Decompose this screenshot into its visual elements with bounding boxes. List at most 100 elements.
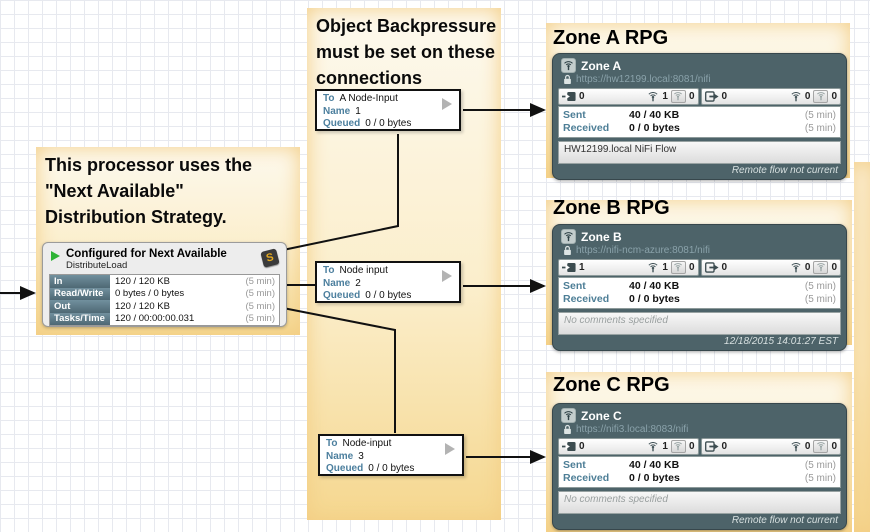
input-active-count: 1 (662, 262, 668, 273)
sent-label: Sent (563, 459, 586, 471)
received-label: Received (563, 122, 610, 134)
name-label: Name (326, 450, 354, 462)
sent-label: Sent (563, 280, 586, 292)
rpg-comment: No comments specified (558, 491, 841, 514)
stat-window: (5 min) (245, 288, 275, 300)
processor-distributeload[interactable]: Configured for Next Available Distribute… (42, 242, 287, 327)
antenna-inactive-icon (670, 261, 686, 274)
received-value: 0 / 0 bytes (629, 122, 680, 134)
to-label: To (326, 438, 338, 449)
running-play-icon (51, 251, 60, 261)
processor-stat-row: In 120 / 120 KB (5 min) (50, 275, 279, 288)
rpg-name: Zone B (581, 229, 622, 244)
processor-stat-row: Tasks/Time 120 / 00:00:00.031 (5 min) (50, 312, 279, 325)
name-label: Name (323, 105, 351, 117)
input-count: 1 (579, 262, 585, 273)
stat-label: Read/Write (50, 287, 110, 300)
stat-window: (5 min) (804, 460, 836, 471)
stat-window: (5 min) (804, 110, 836, 121)
remote-process-group-zone-b[interactable]: Zone B https://nifi-ncm-azure:8081/nifi … (552, 224, 847, 351)
processor-type: DistributeLoad (66, 260, 128, 271)
input-port-icon (562, 441, 576, 452)
input-port-stats: 0 1 0 (558, 438, 699, 455)
antenna-inactive-icon (813, 261, 829, 274)
queued-label: Queued (323, 290, 361, 301)
stat-window: (5 min) (245, 300, 275, 312)
highlight-label-right-edge (854, 162, 870, 532)
rpg-port-stats: 1 1 0 0 0 0 (558, 259, 841, 276)
input-port-icon (562, 91, 576, 102)
rpg-port-stats: 0 1 0 0 0 0 (558, 438, 841, 455)
zone-c-title: Zone C RPG (553, 374, 670, 396)
input-port-stats: 0 1 0 (558, 88, 699, 105)
lock-icon (563, 245, 572, 256)
output-count: 0 (721, 262, 728, 273)
rpg-url: https://hw12199.local:8081/nifi (576, 74, 711, 85)
wire-processor-to-connection-3[interactable] (282, 307, 396, 433)
remote-process-group-zone-a[interactable]: Zone A https://hw12199.local:8081/nifi 0… (552, 53, 847, 180)
queued-label: Queued (323, 118, 361, 129)
processor-stats-table: In 120 / 120 KB (5 min) Read/Write 0 byt… (49, 274, 280, 326)
antenna-icon (790, 263, 802, 273)
stat-window: (5 min) (804, 281, 836, 292)
input-inactive-count: 0 (688, 262, 695, 273)
input-port-icon (562, 262, 576, 273)
lock-icon (563, 74, 572, 85)
name-value: 1 (355, 105, 361, 117)
stat-window: (5 min) (245, 275, 275, 287)
output-active-count: 0 (804, 91, 811, 102)
rpg-transfer-stats: Sent 40 / 40 KB (5 min) Received 0 / 0 b… (558, 456, 841, 488)
rpg-url: https://nifi-ncm-azure:8081/nifi (576, 245, 710, 256)
stat-window: (5 min) (804, 123, 836, 134)
rpg-comment: HW12199.local NiFi Flow (558, 141, 841, 164)
wire-processor-to-connection-1[interactable] (282, 134, 399, 251)
to-value: Node input (339, 265, 388, 276)
processor-stat-row: Out 120 / 120 KB (5 min) (50, 300, 279, 313)
remote-process-group-zone-c[interactable]: Zone C https://nifi3.local:8083/nifi 0 1… (552, 403, 847, 530)
antenna-icon (561, 229, 576, 244)
sent-label: Sent (563, 109, 586, 121)
sent-value: 40 / 40 KB (629, 109, 680, 121)
input-inactive-count: 0 (688, 91, 695, 102)
to-value: Node-input (342, 438, 392, 449)
input-count: 0 (579, 91, 585, 102)
to-label: To (323, 93, 335, 104)
antenna-inactive-icon (813, 90, 829, 103)
output-inactive-count: 0 (831, 441, 837, 452)
output-port-icon (705, 441, 719, 452)
output-port-stats: 0 0 0 (700, 259, 841, 276)
stat-window: (5 min) (245, 313, 275, 325)
output-port-icon (705, 91, 719, 102)
rpg-header: Zone B https://nifi-ncm-azure:8081/nifi (558, 225, 841, 259)
output-count: 0 (721, 441, 728, 452)
name-label: Name (323, 277, 351, 289)
antenna-icon (790, 442, 802, 452)
stat-value: 120 / 120 KB (115, 275, 170, 287)
sent-value: 40 / 40 KB (629, 459, 680, 471)
processor-header: Configured for Next Available Distribute… (49, 243, 280, 271)
rpg-url: https://nifi3.local:8083/nifi (576, 424, 689, 435)
input-inactive-count: 0 (688, 441, 695, 452)
received-value: 0 / 0 bytes (629, 472, 680, 484)
queued-value: 0 / 0 bytes (365, 290, 412, 301)
rpg-comment: No comments specified (558, 312, 841, 335)
stat-window: (5 min) (804, 294, 836, 305)
sent-value: 40 / 40 KB (629, 280, 680, 292)
stat-value: 120 / 00:00:00.031 (115, 313, 195, 325)
antenna-inactive-icon (813, 440, 829, 453)
rpg-footer-status: Remote flow not current (731, 165, 838, 176)
destination-triangle-icon (442, 270, 452, 282)
zone-b-title: Zone B RPG (553, 197, 670, 219)
output-port-icon (705, 262, 719, 273)
input-active-count: 1 (662, 91, 668, 102)
antenna-icon (647, 263, 659, 273)
input-count: 0 (579, 441, 585, 452)
received-label: Received (563, 293, 610, 305)
backpressure-annotation-note: Object Backpressure must be set on these… (316, 16, 497, 88)
received-label: Received (563, 472, 610, 484)
